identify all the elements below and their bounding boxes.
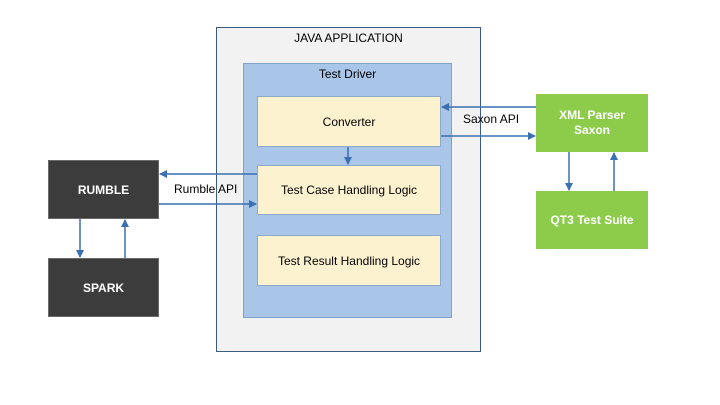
saxon-api-label: Saxon API bbox=[463, 112, 520, 126]
xml-parser-label: XML Parser bbox=[559, 108, 625, 122]
test-case-handling-box: Test Case Handling Logic bbox=[257, 165, 441, 215]
test-result-handling-box: Test Result Handling Logic bbox=[257, 235, 441, 286]
qt3-test-suite-label: QT3 Test Suite bbox=[550, 212, 634, 227]
test-driver-title: Test Driver bbox=[318, 67, 377, 81]
test-case-handling-label: Test Case Handling Logic bbox=[280, 183, 418, 197]
qt3-test-suite-box: QT3 Test Suite bbox=[536, 191, 648, 249]
saxon-label: Saxon bbox=[573, 123, 610, 137]
rumble-api-label: Rumble API bbox=[174, 182, 238, 196]
spark-box: SPARK bbox=[48, 258, 159, 317]
test-result-handling-label: Test Result Handling Logic bbox=[277, 253, 421, 268]
java-application-title: JAVA APPLICATION bbox=[294, 31, 403, 45]
spark-label: SPARK bbox=[82, 280, 125, 295]
converter-label: Converter bbox=[322, 114, 376, 129]
rumble-label: RUMBLE bbox=[77, 182, 130, 197]
xml-parser-saxon-box: XML Parser Saxon bbox=[536, 94, 648, 152]
rumble-box: RUMBLE bbox=[48, 160, 159, 219]
converter-box: Converter bbox=[257, 96, 441, 147]
